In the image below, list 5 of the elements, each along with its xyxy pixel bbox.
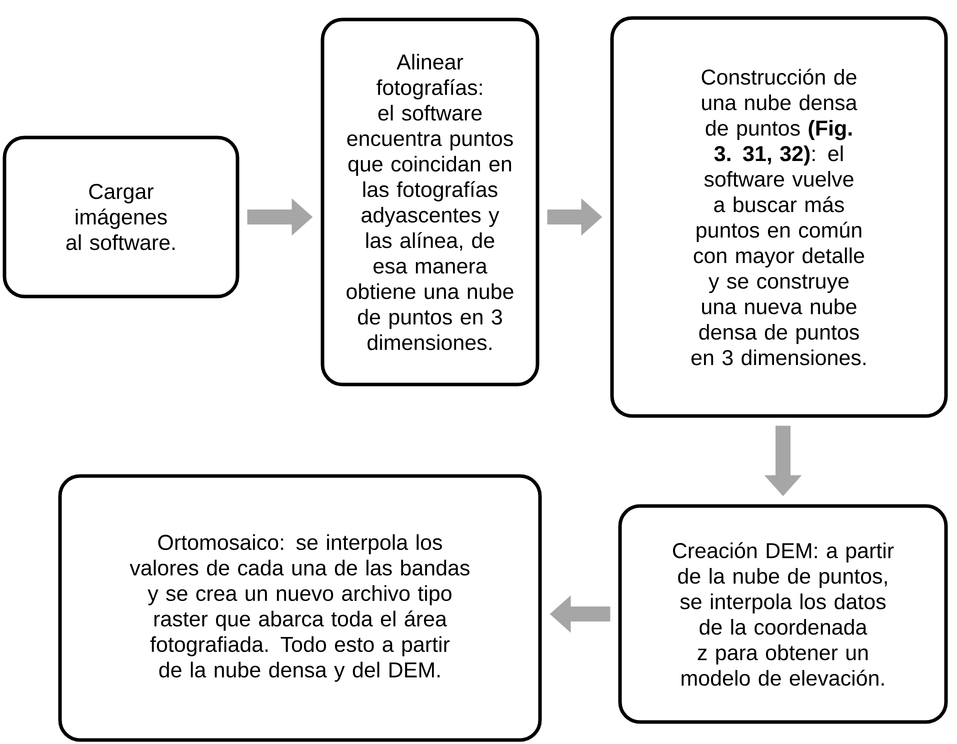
process-box: Ortomosaico: se interpola los valores de cada una de las bandas y se crea un nuevo archivo tipo raster que abarca toda el área fotografiada. Todo esto a partir de la nube densa y del DEM. <box>58 474 542 742</box>
process-box: Creación DEM: a partir de la nube de puntos, se interpola los datos de la coordenada z para obtener un modelo de elevación. <box>618 504 948 724</box>
process-box: Cargar imágenes al software. <box>2 136 240 298</box>
process-box: Construcción de una nube densa de puntos (Fig. 3. 31, 32): el software vuelve a buscar más puntos en común con mayor detalle y se construye una nueva nube densa de puntos en 3 dimensiones. <box>610 16 948 418</box>
process-box: Alinear fotografías: el software encuentra puntos que coincidan en las fotografías adyascentes y las alínea, de esa manera obtiene una nube de puntos en 3 dimensiones. <box>320 18 540 386</box>
